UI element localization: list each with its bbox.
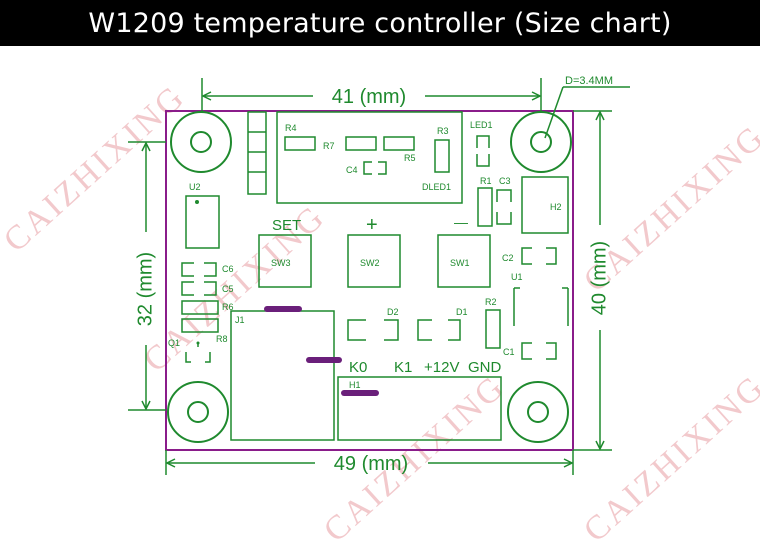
u2-outline bbox=[185, 195, 220, 249]
mounting-hole-top-left bbox=[170, 111, 232, 173]
label-r7: R7 bbox=[323, 141, 335, 151]
label-plus: + bbox=[366, 214, 378, 236]
label-r5: R5 bbox=[404, 153, 416, 163]
label-h1: H1 bbox=[349, 380, 361, 390]
label-minus: — bbox=[454, 214, 468, 230]
c6-outline bbox=[181, 262, 217, 277]
d1-outline bbox=[417, 319, 461, 341]
mounting-hole-top-right bbox=[510, 111, 572, 173]
label-c6: C6 bbox=[222, 264, 234, 274]
label-h2: H2 bbox=[550, 202, 562, 212]
label-r8: R8 bbox=[216, 334, 228, 344]
r5-outline bbox=[383, 136, 415, 151]
r4-outline bbox=[284, 136, 316, 151]
sw1-outline bbox=[437, 234, 491, 288]
r2-outline bbox=[485, 309, 501, 349]
h2-outline bbox=[521, 176, 569, 234]
label-c5: C5 bbox=[222, 284, 234, 294]
mounting-hole-bottom-right bbox=[507, 381, 569, 443]
label-r2: R2 bbox=[485, 297, 497, 307]
c1-outline bbox=[521, 342, 557, 360]
page-title: W1209 temperature controller (Size chart… bbox=[88, 7, 672, 39]
label-gnd: GND bbox=[468, 359, 502, 376]
q1-outline bbox=[185, 352, 211, 363]
label-r3: R3 bbox=[437, 126, 449, 136]
u2-pin1-dot bbox=[195, 200, 199, 204]
r7-outline bbox=[345, 136, 377, 151]
dim-left: 32 (mm) bbox=[134, 252, 156, 326]
dled1-outline bbox=[434, 139, 450, 173]
r8-outline bbox=[181, 318, 219, 333]
label-k1: K1 bbox=[394, 359, 412, 376]
sw3-outline bbox=[258, 234, 312, 288]
label-sw3: SW3 bbox=[271, 258, 291, 268]
label-r6: R6 bbox=[222, 302, 234, 312]
board-outline bbox=[165, 110, 574, 451]
label-d1: D1 bbox=[456, 307, 468, 317]
r6-outline bbox=[181, 300, 219, 315]
display-module-outline bbox=[276, 111, 463, 204]
mounting-hole-bottom-left bbox=[167, 381, 229, 443]
q1-dot bbox=[196, 341, 200, 345]
sw2-outline bbox=[347, 234, 401, 288]
c3-outline bbox=[496, 189, 512, 225]
d2-outline bbox=[347, 319, 399, 341]
dim-right: 40 (mm) bbox=[588, 241, 610, 315]
label-r1: R1 bbox=[480, 176, 492, 186]
label-k0: K0 bbox=[349, 359, 367, 376]
dim-top: 41 (mm) bbox=[332, 86, 406, 108]
header-strip bbox=[247, 111, 267, 195]
c5-outline bbox=[181, 281, 217, 296]
label-12v: +12V bbox=[424, 359, 459, 376]
c2-outline bbox=[521, 247, 557, 265]
r1-outline bbox=[477, 187, 493, 227]
label-c4: C4 bbox=[346, 165, 358, 175]
label-j1: J1 bbox=[235, 315, 245, 325]
dim-hole: D=3.4MM bbox=[565, 75, 613, 87]
label-d2: D2 bbox=[387, 307, 399, 317]
dim-bottom: 49 (mm) bbox=[334, 453, 408, 475]
label-sw1: SW1 bbox=[450, 258, 470, 268]
label-dled1: DLED1 bbox=[422, 182, 451, 192]
led1-outline bbox=[476, 135, 490, 167]
c4-outline bbox=[363, 161, 387, 175]
label-set: SET bbox=[272, 217, 301, 234]
label-sw2: SW2 bbox=[360, 258, 380, 268]
label-led1: LED1 bbox=[470, 120, 493, 130]
title-bar: W1209 temperature controller (Size chart… bbox=[0, 0, 760, 46]
label-c2: C2 bbox=[502, 253, 514, 263]
j1-outline bbox=[230, 310, 335, 441]
label-u2: U2 bbox=[189, 182, 201, 192]
label-r4: R4 bbox=[285, 123, 297, 133]
label-u1: U1 bbox=[511, 272, 523, 282]
label-q1: Q1 bbox=[168, 338, 180, 348]
h1-outline bbox=[337, 376, 502, 441]
label-c1: C1 bbox=[503, 347, 515, 357]
u1-outline bbox=[513, 287, 569, 326]
label-c3: C3 bbox=[499, 176, 511, 186]
